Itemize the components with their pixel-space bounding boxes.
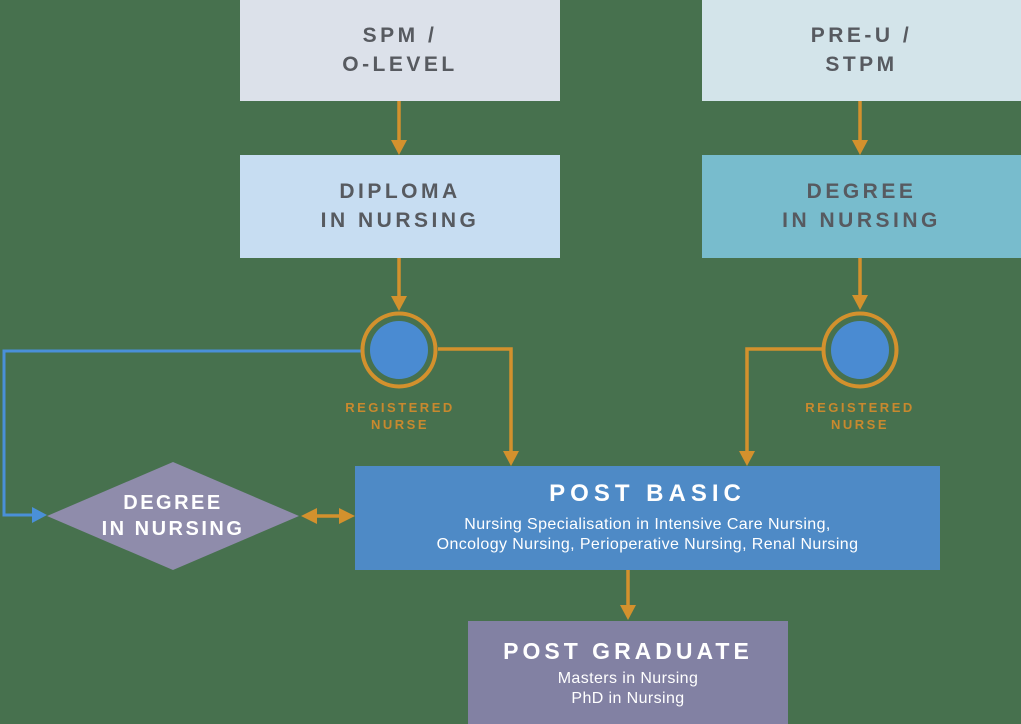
post-basic-subtitle-line1: Nursing Specialisation in Intensive Care… — [464, 515, 831, 533]
post-basic-subtitle-line2: Oncology Nursing, Perioperative Nursing,… — [436, 535, 859, 553]
spm-olevel-box: SPM / O-LEVEL — [240, 0, 560, 101]
arrow-diamond-post-basic-bidirectional — [301, 508, 355, 524]
registered-nurse-right-line2: NURSE — [830, 417, 889, 432]
registered-nurse-node-right — [821, 311, 899, 389]
degree-in-nursing-box: DEGREE IN NURSING — [702, 155, 1021, 258]
preu-stpm-label-line1: PRE-U / — [810, 23, 913, 47]
diamond-label-line2: IN NURSING — [101, 518, 245, 540]
arrow-diploma-to-registered-nurse — [391, 258, 407, 311]
arrow-preu-to-degree — [852, 101, 868, 155]
arrow-left-nurse-to-post-basic — [438, 347, 519, 466]
arrow-post-basic-to-post-graduate — [620, 570, 636, 620]
post-basic-box: POST BASIC Nursing Specialisation in Int… — [355, 466, 940, 570]
degree-label-line2: IN NURSING — [782, 208, 941, 232]
preu-stpm-label-line2: STPM — [825, 52, 898, 76]
registered-nurse-left-line1: REGISTERED — [345, 400, 455, 415]
diploma-label-line1: DIPLOMA — [339, 179, 461, 203]
arrow-degree-to-registered-nurse — [852, 258, 868, 310]
post-graduate-subtitle-line1: Masters in Nursing — [557, 670, 699, 688]
arrow-right-nurse-to-post-basic — [739, 347, 822, 466]
diamond-label-line1: DEGREE — [123, 492, 223, 514]
diploma-in-nursing-box: DIPLOMA IN NURSING — [240, 155, 560, 258]
registered-nurse-label-right: REGISTERED NURSE — [780, 399, 940, 433]
degree-label-line1: DEGREE — [806, 179, 917, 203]
post-graduate-box: POST GRADUATE Masters in Nursing PhD in … — [468, 621, 788, 724]
post-basic-title: POST BASIC — [549, 480, 746, 508]
arrow-spm-to-diploma — [391, 101, 407, 155]
arrow-left-nurse-to-degree-diamond — [2, 349, 361, 523]
preu-stpm-box: PRE-U / STPM — [702, 0, 1021, 101]
registered-nurse-right-line1: REGISTERED — [805, 400, 915, 415]
registered-nurse-left-line2: NURSE — [370, 417, 429, 432]
spm-olevel-label-line2: O-LEVEL — [342, 52, 458, 76]
diploma-label-line2: IN NURSING — [320, 208, 480, 232]
registered-nurse-label-left: REGISTERED NURSE — [320, 399, 480, 433]
post-graduate-title: POST GRADUATE — [503, 638, 753, 664]
spm-olevel-label-line1: SPM / — [362, 23, 438, 47]
registered-nurse-node-left — [360, 311, 438, 389]
post-graduate-subtitle-line2: PhD in Nursing — [571, 690, 685, 708]
